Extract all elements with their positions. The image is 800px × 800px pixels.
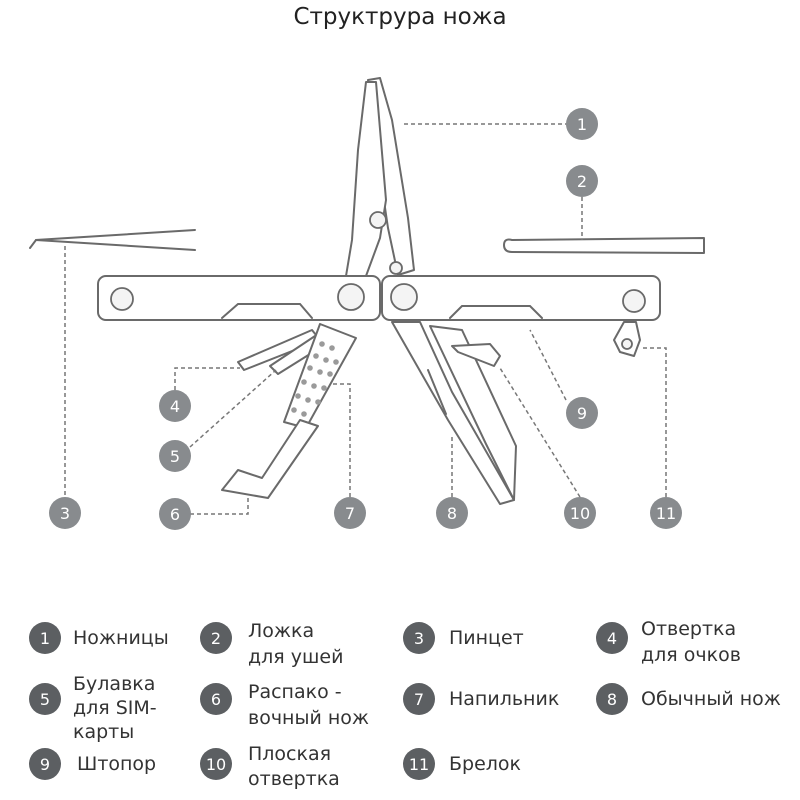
- callout-8: 8: [436, 497, 468, 529]
- legend-badge: 3: [403, 622, 435, 654]
- page-title: Структрура ножа: [293, 4, 507, 30]
- legend-label: Отвертка для очков: [641, 618, 741, 666]
- legend-item-2: 2 Ложка для ушей: [200, 620, 343, 670]
- tweezers-illustration: [29, 229, 196, 251]
- svg-text:2: 2: [577, 172, 587, 191]
- callout-9: 9: [566, 397, 598, 429]
- svg-text:6: 6: [170, 505, 180, 524]
- legend-badge: 8: [596, 683, 628, 715]
- svg-text:11: 11: [656, 504, 676, 523]
- knife-illustration: [391, 321, 517, 505]
- legend-label: Плоская отвертка: [248, 743, 340, 790]
- legend-item-8: 8 Обычный нож: [596, 683, 781, 715]
- legend-item-5: 5 Булавка для SIM- карты: [29, 673, 157, 744]
- legend-badge: 5: [29, 683, 61, 715]
- legend-label: Брелок: [449, 753, 522, 775]
- legend-item-10: 10 Плоская отвертка: [200, 743, 340, 792]
- legend-label: Ложка для ушей: [248, 620, 344, 668]
- right-handle: [381, 275, 661, 321]
- callout-11: 11: [650, 497, 682, 529]
- legend-item-9: 9 Штопор: [29, 748, 156, 780]
- legend-item-4: 4 Отвертка для очков: [596, 618, 741, 668]
- legend-badge: 2: [200, 622, 232, 654]
- legend-label: Пинцет: [449, 627, 524, 649]
- legend-item-3: 3 Пинцет: [403, 622, 524, 654]
- keychain-illustration: [613, 321, 641, 357]
- callout-6: 6: [159, 498, 191, 530]
- leader-lines: [64, 123, 667, 515]
- svg-text:10: 10: [570, 504, 590, 523]
- legend-label: Распако - вочный нож: [248, 681, 370, 729]
- legend-badge: 7: [403, 683, 435, 715]
- legend-item-11: 11 Брелок: [403, 748, 521, 780]
- ear-spoon-illustration: [503, 237, 705, 254]
- legend-badge: 6: [200, 683, 232, 715]
- svg-text:8: 8: [447, 504, 457, 523]
- svg-text:1: 1: [577, 115, 587, 134]
- callout-4: 4: [159, 390, 191, 422]
- legend-label: Штопор: [77, 753, 157, 775]
- legend-label: Ножницы: [73, 627, 169, 649]
- callout-1: 1: [566, 108, 598, 140]
- left-handle: [97, 275, 381, 321]
- svg-text:5: 5: [170, 447, 180, 466]
- callout-5: 5: [159, 440, 191, 472]
- svg-text:3: 3: [60, 504, 70, 523]
- svg-text:9: 9: [577, 404, 587, 423]
- callout-7: 7: [334, 497, 366, 529]
- legend-badge: 11: [403, 748, 435, 780]
- legend-badge: 9: [29, 748, 61, 780]
- legend-label: Обычный нож: [641, 688, 781, 710]
- legend-item-7: 7 Напильник: [403, 683, 559, 715]
- legend-item-6: 6 Распако - вочный нож: [200, 681, 369, 731]
- legend-label: Напильник: [449, 688, 560, 710]
- corkscrew-illustration: [451, 343, 501, 367]
- legend-item-1: 1 Ножницы: [29, 622, 169, 654]
- callout-10: 10: [564, 497, 596, 529]
- callout-2: 2: [566, 165, 598, 197]
- svg-text:7: 7: [345, 504, 355, 523]
- legend-badge: 1: [29, 622, 61, 654]
- legend-label: Булавка для SIM- карты: [73, 673, 157, 743]
- legend-badge: 10: [200, 748, 232, 780]
- svg-text:4: 4: [170, 397, 180, 416]
- scissors-illustration: [345, 77, 415, 277]
- box-cutter-illustration: [221, 419, 319, 499]
- legend-badge: 4: [596, 622, 628, 654]
- callout-3: 3: [49, 497, 81, 529]
